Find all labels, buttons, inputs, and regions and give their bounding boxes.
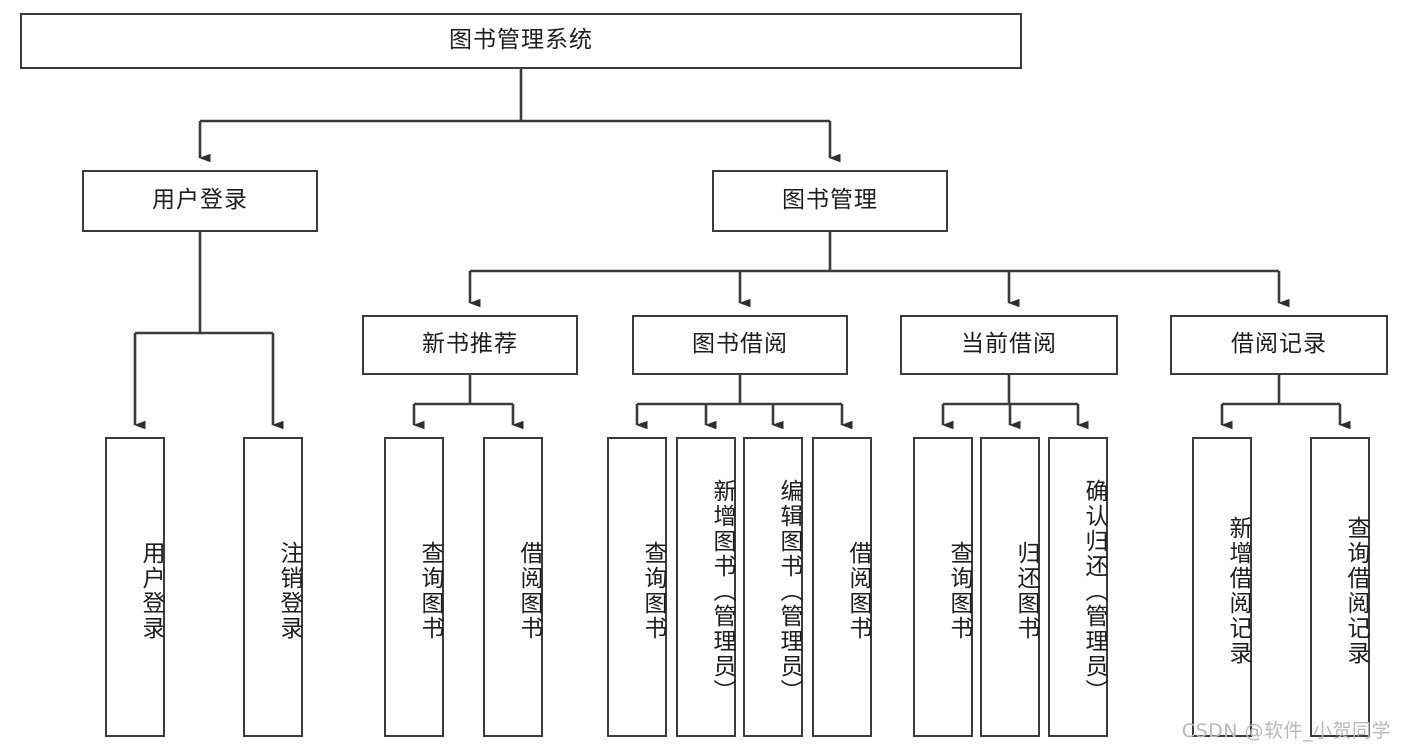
node-book-manage-label: 图书管理 bbox=[782, 187, 878, 214]
node-leaf-return-book-label: 归还图书 bbox=[1013, 541, 1039, 641]
node-leaf-confirm-return-label: 确认归还（管理员） bbox=[1081, 478, 1107, 704]
node-leaf-query-book-3[interactable]: 查询图书 bbox=[913, 437, 973, 737]
node-book-borrow-label: 图书借阅 bbox=[692, 331, 788, 358]
watermark: CSDN @软件_小贺同学 bbox=[1181, 720, 1391, 742]
node-new-book-recommend[interactable]: 新书推荐 bbox=[362, 315, 578, 375]
node-leaf-borrow-book-1[interactable]: 借阅图书 bbox=[483, 437, 543, 737]
node-leaf-borrow-book-1-label: 借阅图书 bbox=[516, 541, 542, 641]
node-borrow-record[interactable]: 借阅记录 bbox=[1170, 315, 1388, 375]
node-current-borrow[interactable]: 当前借阅 bbox=[900, 315, 1118, 375]
node-leaf-user-login[interactable]: 用户登录 bbox=[105, 437, 165, 737]
node-leaf-edit-book[interactable]: 编辑图书（管理员） bbox=[743, 437, 803, 737]
node-leaf-query-record-label: 查询借阅记录 bbox=[1343, 516, 1369, 666]
node-leaf-add-book-label: 新增图书（管理员） bbox=[709, 478, 735, 704]
node-book-borrow[interactable]: 图书借阅 bbox=[632, 315, 848, 375]
node-user-login[interactable]: 用户登录 bbox=[82, 170, 318, 232]
node-leaf-logout-login[interactable]: 注销登录 bbox=[243, 437, 303, 737]
node-leaf-edit-book-label: 编辑图书（管理员） bbox=[776, 478, 802, 704]
node-leaf-confirm-return[interactable]: 确认归还（管理员） bbox=[1048, 437, 1108, 737]
node-new-book-recommend-label: 新书推荐 bbox=[422, 331, 518, 358]
node-user-login-label: 用户登录 bbox=[152, 187, 248, 214]
node-leaf-logout-login-label: 注销登录 bbox=[276, 541, 302, 641]
node-leaf-query-record[interactable]: 查询借阅记录 bbox=[1310, 437, 1370, 737]
node-leaf-add-book[interactable]: 新增图书（管理员） bbox=[676, 437, 736, 737]
node-current-borrow-label: 当前借阅 bbox=[961, 331, 1057, 358]
node-leaf-return-book[interactable]: 归还图书 bbox=[980, 437, 1040, 737]
node-leaf-query-book-3-label: 查询图书 bbox=[946, 541, 972, 641]
node-borrow-record-label: 借阅记录 bbox=[1231, 331, 1327, 358]
node-leaf-query-book-2[interactable]: 查询图书 bbox=[607, 437, 667, 737]
node-leaf-add-record[interactable]: 新增借阅记录 bbox=[1192, 437, 1252, 737]
node-leaf-add-record-label: 新增借阅记录 bbox=[1225, 516, 1251, 666]
node-leaf-query-book-1-label: 查询图书 bbox=[417, 541, 443, 641]
node-leaf-borrow-book-2[interactable]: 借阅图书 bbox=[812, 437, 872, 737]
node-root[interactable]: 图书管理系统 bbox=[20, 13, 1022, 69]
node-leaf-query-book-1[interactable]: 查询图书 bbox=[384, 437, 444, 737]
node-leaf-query-book-2-label: 查询图书 bbox=[640, 541, 666, 641]
node-root-label: 图书管理系统 bbox=[449, 27, 593, 54]
node-leaf-borrow-book-2-label: 借阅图书 bbox=[845, 541, 871, 641]
node-book-manage[interactable]: 图书管理 bbox=[712, 170, 948, 232]
node-leaf-user-login-label: 用户登录 bbox=[138, 541, 164, 641]
